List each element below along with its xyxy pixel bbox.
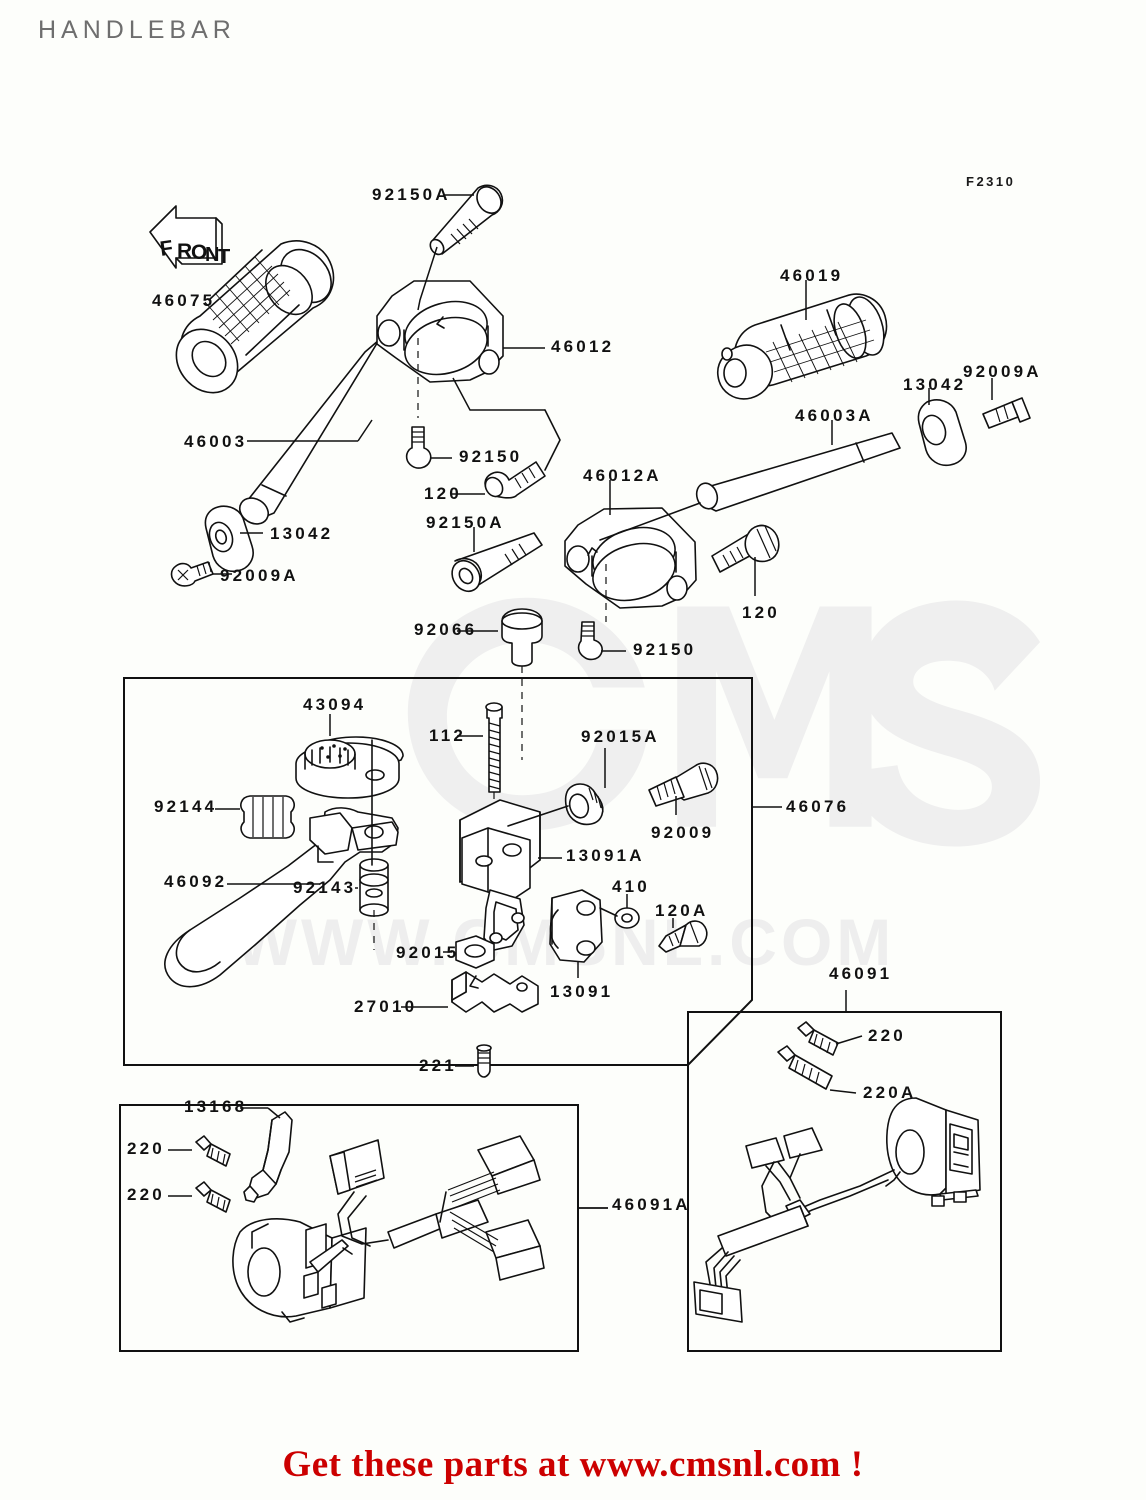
part-46092-brake-lever [164, 807, 399, 988]
part-label-92066: 92066 [414, 620, 478, 639]
part-43094-reservoir-cap [295, 736, 404, 799]
part-label-46075: 46075 [152, 291, 216, 310]
part-92066-plug [501, 608, 543, 667]
part-label-410: 410 [612, 877, 650, 896]
part-label-92150-a: 92150 [459, 447, 523, 466]
part-13042-weight-left [204, 505, 254, 573]
part-46019-grip-throttle [716, 293, 888, 400]
part-label-112: 112 [429, 726, 467, 745]
part-label-13091A: 13091A [566, 846, 645, 865]
part-label-220-left-2: 220 [127, 1185, 165, 1204]
part-13091A-holder-body [459, 799, 541, 951]
right-switch-group-box [687, 1011, 1002, 1352]
part-220A-screw-right [777, 1045, 833, 1090]
part-92144-spring [240, 795, 295, 839]
part-label-13042-right: 13042 [903, 375, 967, 394]
part-92009A-screw-right [982, 397, 1031, 429]
part-label-120-b: 120 [742, 603, 780, 622]
part-label-92143: 92143 [293, 878, 357, 897]
part-label-46003A: 46003A [795, 406, 874, 425]
part-92009A-screw-left [170, 561, 214, 587]
part-92015A-nut [564, 783, 604, 826]
wiring-harness-right [693, 1127, 895, 1323]
part-label-92015: 92015 [396, 943, 460, 962]
part-13168-choke-lever [243, 1111, 293, 1203]
part-92150-bolt-b [577, 621, 603, 661]
part-label-220-left-1: 220 [127, 1139, 165, 1158]
part-46012-holder-upper [376, 280, 504, 418]
part-46003-handlebar-left [238, 339, 380, 525]
master-cylinder-group-box [123, 677, 753, 1066]
part-46012A-holder-lower [564, 507, 697, 622]
part-label-13042-left: 13042 [270, 524, 334, 543]
wiring-harness-left [329, 1135, 545, 1281]
part-label-92144: 92144 [154, 797, 218, 816]
part-120-bolt-a [484, 461, 546, 499]
part-label-92150A-top: 92150A [372, 185, 451, 204]
part-220-screw-left-2 [195, 1181, 231, 1213]
part-label-92015A: 92015A [581, 727, 660, 746]
part-label-120A: 120A [655, 901, 709, 920]
part-label-46092: 46092 [164, 872, 228, 891]
part-label-92150-b: 92150 [633, 640, 697, 659]
part-112-bolt-long [485, 702, 503, 793]
part-27010-brake-light-switch [451, 971, 539, 1013]
part-label-120-a: 120 [424, 484, 462, 503]
front-arrow-marker: F R O N T [149, 205, 230, 269]
part-46091A-switch-housing-left [232, 1218, 367, 1323]
part-92143-collar [359, 858, 389, 917]
part-92150A-bolt-top [429, 184, 504, 256]
svg-text:T: T [218, 246, 230, 268]
part-label-46012: 46012 [551, 337, 615, 356]
part-92150-bolt-a [405, 426, 432, 469]
part-92150A-bolt-mid [451, 532, 543, 593]
svg-text:F: F [158, 236, 174, 261]
part-46003A-handlebar-right [599, 432, 901, 541]
part-label-46091: 46091 [829, 964, 893, 983]
part-label-220A-right: 220A [863, 1083, 917, 1102]
part-label-221: 221 [419, 1056, 457, 1075]
part-label-13168: 13168 [184, 1097, 248, 1116]
part-label-92150A-mid: 92150A [426, 513, 505, 532]
svg-text:O: O [191, 241, 207, 264]
part-120-bolt-b [711, 524, 780, 573]
part-label-46003: 46003 [184, 432, 248, 451]
part-label-46019: 46019 [780, 266, 844, 285]
left-switch-group-box [119, 1104, 579, 1352]
part-label-46012A: 46012A [583, 466, 662, 485]
part-120A-bolt [658, 920, 708, 953]
part-label-220-right-1: 220 [868, 1026, 906, 1045]
part-label-92009A-right: 92009A [963, 362, 1042, 381]
part-label-46091A: 46091A [612, 1195, 691, 1214]
part-220-screw-left-1 [195, 1135, 231, 1167]
part-46091-switch-housing-right [885, 1097, 981, 1207]
part-46075-grip-left [175, 240, 335, 394]
part-label-27010: 27010 [354, 997, 418, 1016]
part-221-screw [476, 1044, 492, 1078]
part-92015-nut [455, 935, 495, 969]
part-410-washer [614, 907, 640, 929]
footer-promo-text: Get these parts at www.cmsnl.com ! [282, 1444, 864, 1485]
part-label-46076: 46076 [786, 797, 850, 816]
part-220-screw-right-1 [797, 1021, 839, 1056]
svg-text:N: N [205, 244, 219, 266]
part-label-92009A-left: 92009A [220, 566, 299, 585]
part-label-43094: 43094 [303, 695, 367, 714]
part-13091-clamp [549, 889, 603, 963]
reference-code: F2310 [966, 174, 1016, 189]
svg-text:R: R [177, 240, 192, 263]
part-label-92009: 92009 [651, 823, 715, 842]
part-13042-weight-right [917, 399, 967, 467]
page-title: HANDLEBAR [38, 16, 236, 44]
part-label-13091: 13091 [550, 982, 614, 1001]
